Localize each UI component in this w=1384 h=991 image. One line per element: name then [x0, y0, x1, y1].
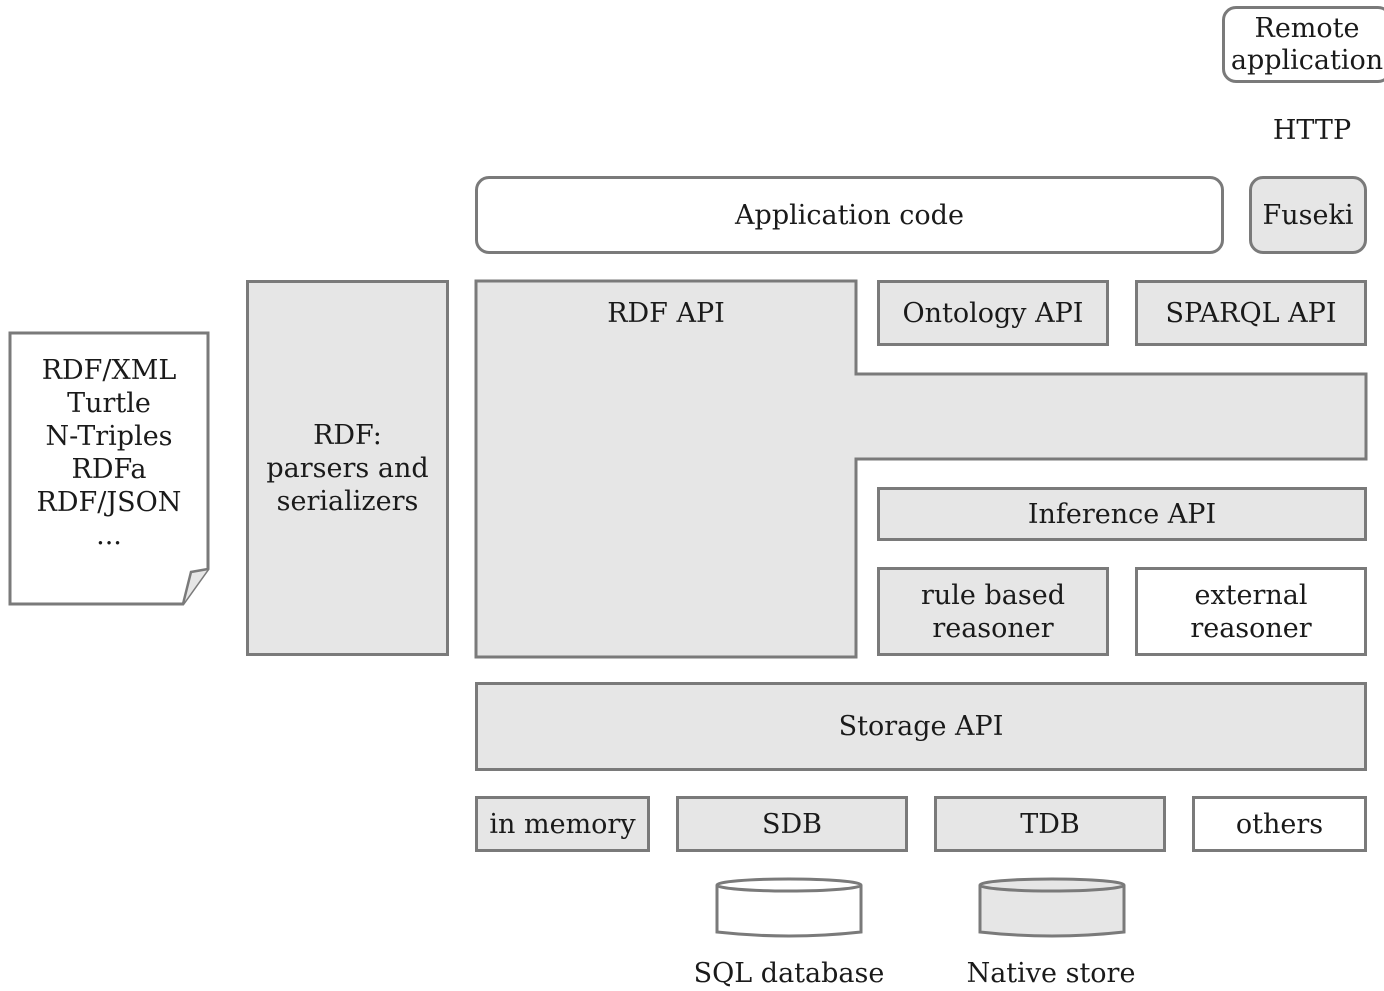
sparql-api-box: SPARQL API	[1135, 280, 1367, 346]
sql-database-icon	[715, 877, 863, 938]
inference-api-label: Inference API	[1027, 498, 1217, 530]
parsers-line: parsers and	[266, 452, 429, 484]
external-reasoner-box: external reasoner	[1135, 567, 1367, 656]
rule-based-line: reasoner	[932, 612, 1054, 644]
format-item: RDF/XML	[41, 355, 177, 386]
fuseki-label: Fuseki	[1262, 199, 1354, 231]
inference-api-box: Inference API	[877, 487, 1367, 541]
remote-application-box: Remote application	[1222, 6, 1384, 83]
external-reasoner-line: external	[1194, 579, 1308, 611]
format-item: ...	[96, 520, 122, 551]
parsers-serializers-box: RDF: parsers and serializers	[246, 280, 449, 656]
application-code-box: Application code	[475, 176, 1224, 254]
rdf-api-label: RDF API	[607, 298, 725, 329]
rule-based-line: rule based	[921, 579, 1065, 611]
format-item: RDFa	[71, 454, 147, 485]
sparql-api-label: SPARQL API	[1165, 297, 1337, 329]
fuseki-box: Fuseki	[1249, 176, 1367, 254]
sdb-store-box: SDB	[676, 796, 908, 852]
parsers-line: serializers	[276, 485, 419, 517]
in-memory-label: in memory	[489, 808, 636, 840]
formats-list: RDF/XML Turtle N-Triples RDFa RDF/JSON .…	[10, 354, 208, 552]
format-item: Turtle	[67, 388, 151, 419]
ontology-api-label: Ontology API	[902, 297, 1084, 329]
external-reasoner-line: reasoner	[1190, 612, 1312, 644]
native-store-icon	[978, 877, 1126, 938]
tdb-label: TDB	[1020, 808, 1080, 840]
storage-api-box: Storage API	[475, 682, 1367, 771]
tdb-store-box: TDB	[934, 796, 1166, 852]
rule-based-reasoner-box: rule based reasoner	[877, 567, 1109, 656]
native-store-label: Native store	[966, 958, 1136, 989]
parsers-line: RDF:	[313, 419, 382, 451]
format-item: RDF/JSON	[36, 487, 182, 518]
format-item: N-Triples	[45, 421, 173, 452]
ontology-api-box: Ontology API	[877, 280, 1109, 346]
in-memory-store-box: in memory	[475, 796, 650, 852]
http-label: HTTP	[1272, 115, 1352, 146]
others-label: others	[1235, 808, 1324, 840]
application-code-label: Application code	[735, 199, 964, 231]
sdb-label: SDB	[762, 808, 822, 840]
others-store-box: others	[1192, 796, 1367, 852]
storage-api-label: Storage API	[838, 711, 1004, 742]
sql-database-label: SQL database	[693, 958, 885, 989]
